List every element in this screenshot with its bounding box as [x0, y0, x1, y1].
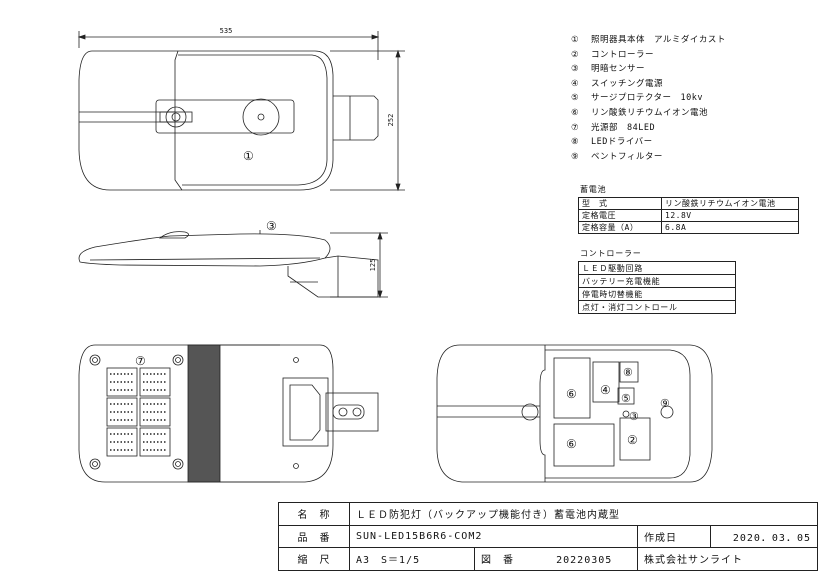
callout-4: ④ [600, 383, 611, 397]
callout-6-upper: ⑥ [566, 387, 577, 401]
callout-1: ① [243, 149, 254, 163]
callout-5: ⑤ [621, 392, 631, 405]
name-label: 名 称 [278, 502, 350, 526]
table-row: 停電時切替機能 [578, 287, 736, 301]
company-name: 株式会社サンライト [637, 547, 818, 571]
callout-6-lower: ⑥ [566, 437, 577, 451]
callout-3: ③ [266, 219, 277, 233]
callout-3-internal: ③ [629, 410, 639, 423]
drawing-number: 図 番 20220305 [474, 547, 638, 571]
bottom-view [78, 344, 379, 483]
table-row: ＬＥＤ駆動回路 [578, 261, 736, 275]
title-block: 名 称 ＬＥＤ防犯灯（バックアップ機能付き）蓄電池内蔵型 品 番 SUN-LED… [278, 502, 818, 571]
table-row: 点灯・消灯コントロール [578, 300, 736, 314]
drawing-value: 20220305 [556, 555, 613, 567]
created-value: 2020．03．05 [710, 524, 818, 548]
table-row: バッテリー充電機能 [578, 274, 736, 288]
model-label: 品 番 [278, 524, 350, 548]
drawing-label: 図 番 [481, 555, 514, 567]
callout-8: ⑧ [623, 366, 633, 379]
created-label: 作成日 [637, 524, 711, 548]
internal-view [436, 344, 713, 483]
table-row: 型 式リン酸鉄リチウムイオン電池 [578, 197, 799, 210]
model-value: SUN-LED15B6R6-COM2 [349, 524, 638, 548]
controller-title: コントローラー [580, 249, 642, 258]
controller-spec-table: ＬＥＤ駆動回路 バッテリー充電機能 停電時切替機能 点灯・消灯コントロール [578, 261, 736, 314]
table-row: 定格容量（A）6.8A [578, 221, 799, 234]
callout-7: ⑦ [135, 354, 146, 368]
scale-value: A3 S＝1/5 [349, 547, 475, 571]
name-value: ＬＥＤ防犯灯（バックアップ機能付き）蓄電池内蔵型 [349, 502, 818, 526]
scale-label: 縮 尺 [278, 547, 350, 571]
table-row: 品 番 SUN-LED15B6R6-COM2 作成日 2020．03．05 [278, 524, 818, 548]
table-row: 名 称 ＬＥＤ防犯灯（バックアップ機能付き）蓄電池内蔵型 [278, 502, 818, 526]
height-dimension-top: 252 [387, 114, 395, 127]
side-view [78, 230, 388, 299]
callout-2: ② [627, 433, 638, 447]
table-row: 縮 尺 A3 S＝1/5 図 番 20220305 株式会社サンライト [278, 547, 818, 571]
battery-title: 蓄電池 [580, 185, 607, 194]
height-dimension-side: 125 [369, 259, 377, 272]
top-view [77, 31, 405, 192]
callout-9: ⑨ [660, 397, 670, 410]
width-dimension: 535 [220, 27, 233, 35]
